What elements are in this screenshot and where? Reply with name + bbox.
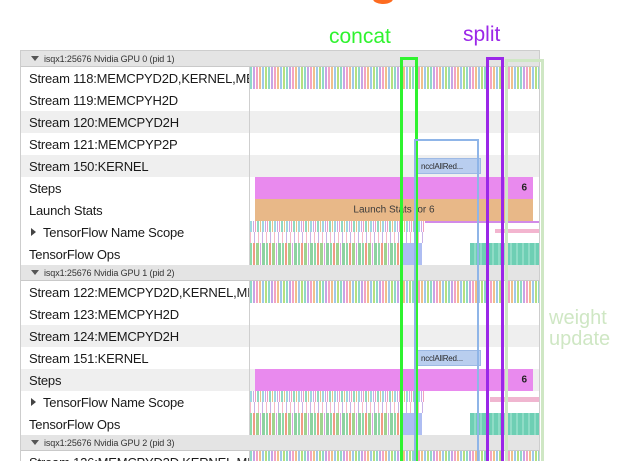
row-track[interactable] [249, 303, 539, 325]
row-label: Stream 119:MEMCPYH2D [29, 92, 178, 108]
table-row[interactable]: Steps 6 [21, 177, 539, 199]
table-row[interactable]: Launch Stats Launch Stats for 6 [21, 199, 539, 221]
track-bars [250, 243, 402, 265]
row-label: TensorFlow Ops [29, 416, 121, 432]
nccl-allreduce-chip[interactable]: ncclAllRed... [417, 350, 481, 366]
track-bars-upper [250, 221, 425, 232]
row-label: Stream 151:KERNEL [29, 350, 149, 366]
row-track[interactable] [249, 133, 539, 155]
row-track[interactable] [249, 243, 539, 265]
group-header-gpu2[interactable]: isqx1:25676 Nvidia GPU 2 (pid 3) [21, 435, 539, 451]
row-track[interactable] [249, 111, 539, 133]
annotation-split: split [463, 23, 501, 46]
annotation-concat: concat [329, 25, 391, 48]
steps-bar[interactable]: 6 [255, 369, 533, 391]
chevron-down-icon[interactable] [31, 440, 39, 445]
namescope-line-2 [495, 229, 539, 233]
chevron-down-icon[interactable] [31, 56, 39, 61]
row-label-namescope[interactable]: TensorFlow Name Scope [21, 225, 249, 240]
table-row[interactable]: Stream 120:MEMCPYD2H [21, 111, 539, 133]
row-label: Stream 124:MEMCPYD2H [29, 328, 179, 344]
annotation-weight-line2: update [549, 328, 611, 350]
launch-stats-bar[interactable]: Launch Stats for 6 [255, 199, 533, 221]
steps-bar[interactable]: 6 [255, 177, 533, 199]
table-row[interactable]: Stream 121:MEMCPYP2P [21, 133, 539, 155]
row-label: Launch Stats [29, 202, 103, 218]
track-bars [250, 67, 539, 89]
table-row[interactable]: Stream 118:MEMCPYD2D,KERNEL,ME [21, 67, 539, 89]
table-row[interactable]: TensorFlow Name Scope [21, 391, 539, 413]
row-label: Stream 118:MEMCPYD2D,KERNEL,ME [29, 70, 249, 86]
step-number: 6 [521, 374, 527, 386]
annotation-weight-line1: weight [549, 307, 607, 329]
row-track[interactable] [249, 325, 539, 347]
track-bars-lower [250, 232, 425, 243]
group-header-gpu1[interactable]: isqx1:25676 Nvidia GPU 1 (pid 2) [21, 265, 539, 281]
table-row[interactable]: Stream 122:MEMCPYD2D,KERNEL,MI [21, 281, 539, 303]
ops-block-blue [402, 243, 422, 265]
table-row[interactable]: Stream 124:MEMCPYD2H [21, 325, 539, 347]
table-row[interactable]: Stream 150:KERNEL ncclAllRed... [21, 155, 539, 177]
table-row[interactable]: Stream 151:KERNEL ncclAllRed... [21, 347, 539, 369]
chevron-right-icon[interactable] [31, 228, 36, 236]
ops-block-blue [402, 413, 422, 435]
table-row[interactable]: Stream 126:MEMCPYD2D,KERNEL,MI [21, 451, 539, 461]
row-label: Stream 120:MEMCPYD2H [29, 114, 179, 130]
track-bars-upper [250, 391, 425, 402]
track-bars [250, 451, 539, 461]
row-track[interactable] [249, 391, 539, 413]
launch-stats-label: Launch Stats for 6 [353, 204, 435, 216]
chevron-right-icon[interactable] [31, 398, 36, 406]
track-bars-lower [250, 402, 425, 413]
row-track[interactable] [249, 89, 539, 111]
table-row[interactable]: Stream 119:MEMCPYH2D [21, 89, 539, 111]
row-track[interactable]: Launch Stats for 6 [249, 199, 539, 221]
row-track[interactable]: ncclAllRed... [249, 347, 539, 369]
nccl-allreduce-chip[interactable]: ncclAllRed... [417, 158, 481, 174]
annotation-weight-update: weight update [549, 308, 610, 350]
row-track[interactable] [249, 451, 539, 461]
row-label: TensorFlow Name Scope [43, 224, 185, 240]
row-label: TensorFlow Name Scope [43, 394, 185, 410]
row-label: Stream 122:MEMCPYD2D,KERNEL,MI [29, 284, 249, 300]
row-label: TensorFlow Ops [29, 246, 121, 262]
ops-block-teal [470, 243, 539, 265]
group-header-gpu0[interactable]: isqx1:25676 Nvidia GPU 0 (pid 1) [21, 51, 539, 67]
namescope-line [425, 221, 539, 223]
track-bars [250, 281, 539, 303]
row-label: Steps [29, 180, 62, 196]
row-label: Stream 121:MEMCPYP2P [29, 136, 178, 152]
timeline-panel[interactable]: isqx1:25676 Nvidia GPU 0 (pid 1) Stream … [20, 50, 540, 461]
track-bars [250, 413, 402, 435]
row-label-namescope[interactable]: TensorFlow Name Scope [21, 395, 249, 410]
step-number: 6 [521, 182, 527, 194]
table-row[interactable]: Steps 6 [21, 369, 539, 391]
table-row[interactable]: Stream 123:MEMCPYH2D [21, 303, 539, 325]
row-track[interactable] [249, 67, 539, 89]
namescope-line [490, 397, 539, 402]
row-label: Stream 126:MEMCPYD2D,KERNEL,MI [21, 455, 249, 461]
row-track[interactable] [249, 413, 539, 435]
chevron-down-icon[interactable] [31, 270, 39, 275]
table-row[interactable]: TensorFlow Ops [21, 243, 539, 265]
ops-block-teal [470, 413, 539, 435]
orange-marker-icon [373, 0, 393, 4]
table-row[interactable]: TensorFlow Ops [21, 413, 539, 435]
row-track[interactable] [249, 281, 539, 303]
row-track[interactable]: 6 [249, 369, 539, 391]
row-label: Stream 123:MEMCPYH2D [29, 306, 179, 322]
group-header-label: isqx1:25676 Nvidia GPU 0 (pid 1) [44, 53, 175, 64]
table-row[interactable]: TensorFlow Name Scope [21, 221, 539, 243]
row-label: Stream 150:KERNEL [29, 158, 149, 174]
row-label: Steps [29, 372, 62, 388]
group-header-label: isqx1:25676 Nvidia GPU 2 (pid 3) [44, 437, 175, 448]
row-track[interactable]: 6 [249, 177, 539, 199]
row-track[interactable]: ncclAllRed... [249, 155, 539, 177]
group-header-label: isqx1:25676 Nvidia GPU 1 (pid 2) [44, 267, 175, 278]
row-track[interactable] [249, 221, 539, 243]
